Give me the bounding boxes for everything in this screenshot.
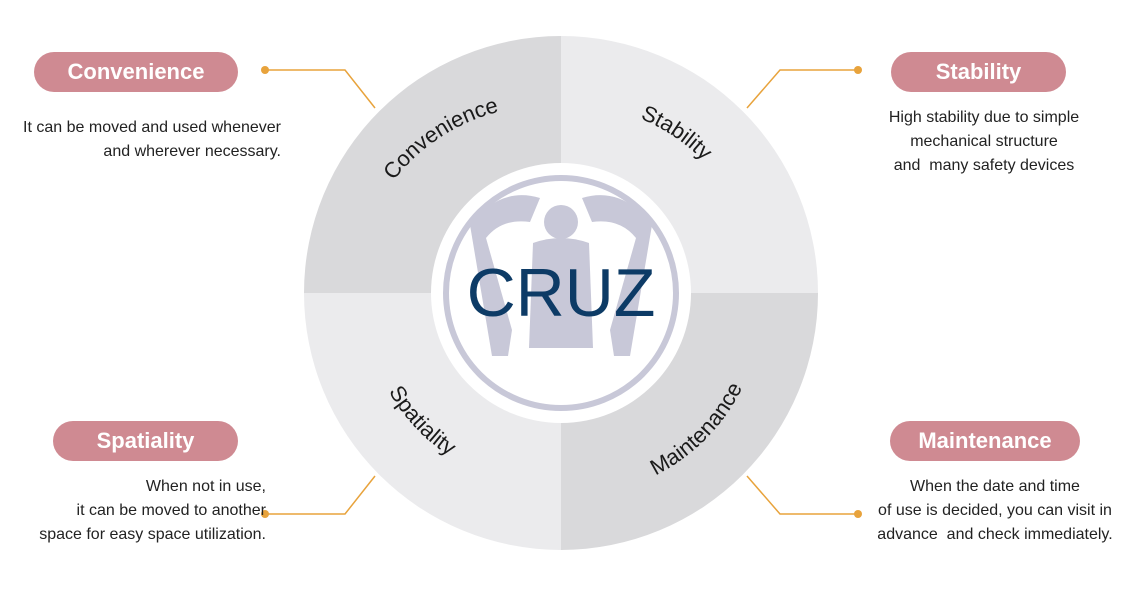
connector-dot-stability [854, 66, 862, 74]
pill-convenience: Convenience [34, 52, 238, 92]
pill-stability: Stability [891, 52, 1066, 92]
description-line: it can be moved to another [76, 502, 266, 519]
outer-ring [304, 36, 818, 550]
description-stability: High stability due to simple mechanical … [864, 106, 1104, 178]
logo-text: CRUZ [467, 255, 656, 331]
connector-spatiality [265, 475, 376, 515]
connector-dot-maintenance [854, 510, 862, 518]
connector-dots [261, 66, 862, 518]
center-logo: CRUZ [433, 165, 689, 421]
connector-stability [746, 69, 858, 109]
description-line: When not in use, [145, 478, 266, 495]
description-spatiality: When not in use, it can be moved to anot… [0, 475, 266, 547]
connector-dot-convenience [261, 66, 269, 74]
description-line: High stability due to simple [888, 109, 1080, 126]
connector-convenience [265, 69, 376, 109]
description-line: It can be moved and used whenever [23, 119, 281, 136]
connector-dot-spatiality [261, 510, 269, 518]
connector-maintenance [746, 475, 858, 515]
description-line: of use is decided, you can visit in [878, 502, 1112, 519]
ring-segment-convenience [304, 36, 561, 293]
description-maintenance: When the date and time of use is decided… [866, 475, 1124, 547]
logo-outer-circle [443, 175, 679, 411]
description-convenience: It can be moved and used whenever and wh… [0, 116, 281, 164]
pill-spatiality: Spatiality [53, 421, 238, 461]
description-line: and wherever necessary. [103, 143, 281, 160]
description-line: and many safety devices [893, 157, 1075, 174]
description-line: space for easy space utilization. [39, 526, 266, 543]
connectors [265, 69, 858, 515]
ring-segment-stability [561, 36, 818, 293]
pill-maintenance: Maintenance [890, 421, 1080, 461]
ring-segment-maintenance [561, 293, 818, 550]
description-line: mechanical structure [910, 133, 1058, 150]
person-sheltered-by-hands-icon [470, 195, 652, 356]
description-line: advance and check immediately. [877, 526, 1113, 543]
ring-segment-spatiality [304, 293, 561, 550]
description-line: When the date and time [910, 478, 1080, 495]
